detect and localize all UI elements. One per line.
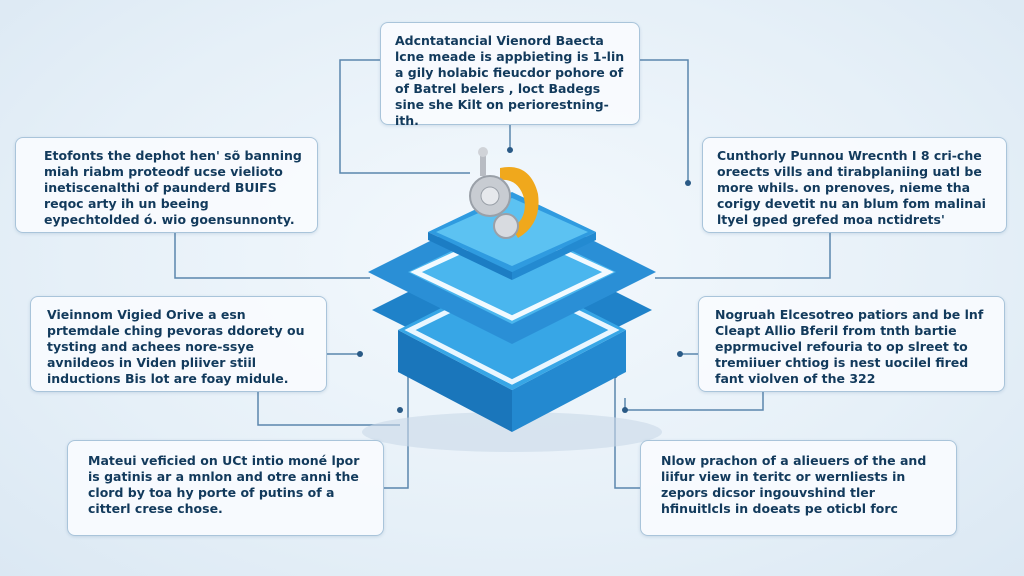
layered-stack-icon	[362, 192, 662, 452]
info-box-right-3: Nlow prachon of a alieuers of the and li…	[640, 440, 957, 536]
info-box-top-text: Adcntatancial Vienord Baecta lcne meade …	[395, 33, 625, 128]
info-box-right-2-text: Nogruah Elcesotreo patiors and be lnf Cl…	[715, 307, 984, 386]
info-box-right-2: Nogruah Elcesotreo patiors and be lnf Cl…	[698, 296, 1005, 392]
info-box-left-2: Vieinnom Vigied Orive a esn prtemdale ch…	[30, 296, 327, 392]
info-box-left-2-text: Vieinnom Vigied Orive a esn prtemdale ch…	[47, 307, 305, 386]
info-box-right-1-text: Cunthorly Punnou Wrecnth I 8 cri-che ore…	[717, 148, 986, 227]
info-box-right-3-text: Nlow prachon of a alieuers of the and li…	[661, 453, 927, 516]
info-box-left-3-text: Mateui veficied on UCt intio moné lpor i…	[88, 453, 360, 516]
gear-assembly-icon	[469, 147, 539, 239]
connector-lines	[174, 59, 831, 489]
info-box-right-1: Cunthorly Punnou Wrecnth I 8 cri-che ore…	[702, 137, 1007, 233]
info-box-left-1-text: Etofonts the dephot hen' sõ banning miah…	[44, 148, 302, 227]
info-box-left-1: Etofonts the dephot hen' sõ banning miah…	[15, 137, 318, 233]
connector-dots	[357, 147, 691, 413]
info-box-top: Adcntatancial Vienord Baecta lcne meade …	[380, 22, 640, 128]
info-box-left-3: Mateui veficied on UCt intio moné lpor i…	[67, 440, 384, 536]
